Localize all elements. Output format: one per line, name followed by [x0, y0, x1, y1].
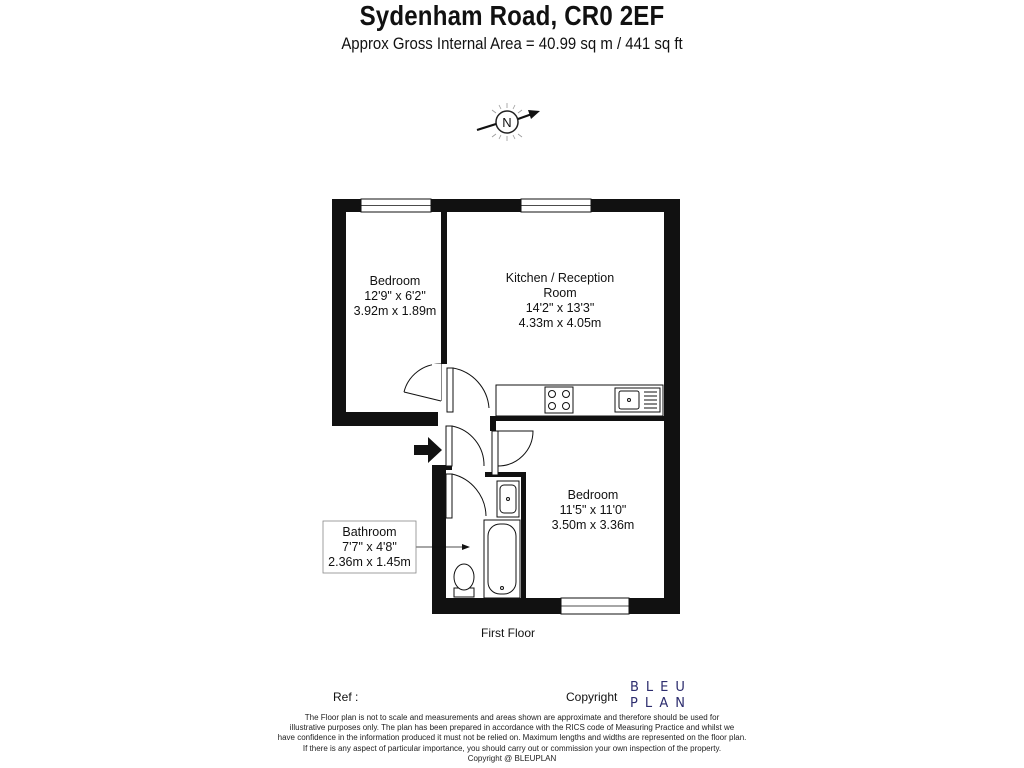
disclaimer: The Floor plan is not to scale and measu…: [262, 713, 762, 764]
compass-north-label: N: [502, 115, 511, 130]
room-name: Bedroom: [369, 274, 421, 288]
doors: [403, 363, 534, 519]
disclaimer-line: have confidence in the information produ…: [277, 733, 747, 743]
room-imperial: 14'2" x 13'3": [525, 301, 595, 315]
room-label-bedroom-1: Bedroom 12'9" x 6'2" 3.92m x 1.89m: [345, 274, 445, 319]
copyright-label: Copyright: [566, 690, 618, 704]
area-subtitle: Approx Gross Internal Area = 40.99 sq m …: [341, 34, 683, 53]
disclaimer-line: Copyright @ BLEUPLAN: [467, 753, 557, 763]
ref-label: Ref :: [333, 690, 359, 704]
room-name: Kitchen / Reception: [505, 271, 615, 285]
disclaimer-line: illustrative purposes only. The plan has…: [289, 723, 735, 733]
compass-icon: N: [476, 103, 540, 141]
room-metric: 3.92m x 1.89m: [353, 304, 437, 318]
windows: [360, 198, 630, 615]
room-metric: 4.33m x 4.05m: [518, 316, 602, 330]
bleuplan-logo: BLEU PLAN: [630, 680, 692, 712]
bathtub-icon: [483, 519, 521, 599]
room-name: Bedroom: [567, 488, 619, 502]
hob-icon: [544, 386, 574, 414]
room-label-kitchen: Kitchen / Reception Room 14'2" x 13'3" 4…: [490, 271, 630, 331]
room-label-bathroom: Bathroom 7'7" x 4'8" 2.36m x 1.45m: [323, 525, 416, 570]
room-imperial: 7'7" x 4'8": [342, 540, 397, 554]
room-label-bedroom-2: Bedroom 11'5" x 11'0" 3.50m x 3.36m: [543, 488, 643, 533]
disclaimer-line: If there is any aspect of particular imp…: [302, 743, 722, 753]
page-title: Sydenham Road, CR0 2EF: [359, 0, 665, 31]
room-metric: 3.50m x 3.36m: [551, 518, 635, 532]
room-metric: 2.36m x 1.45m: [328, 555, 411, 569]
bathroom-fixtures: [453, 480, 521, 599]
logo-line-2: PLAN: [630, 696, 692, 711]
bathroom-leader: [322, 520, 470, 574]
room-name: Bathroom: [342, 525, 397, 539]
floor-label: First Floor: [481, 626, 535, 640]
logo-line-1: BLEU: [630, 680, 692, 695]
room-name-continued: Room: [543, 286, 577, 300]
disclaimer-line: The Floor plan is not to scale and measu…: [304, 713, 720, 722]
sink-icon: [614, 387, 661, 413]
basin-icon: [496, 480, 520, 518]
toilet-icon: [453, 563, 475, 598]
room-imperial: 11'5" x 11'0": [559, 503, 627, 517]
entrance-arrow-icon: [414, 437, 442, 463]
kitchen-fixtures: [495, 384, 664, 417]
room-imperial: 12'9" x 6'2": [364, 289, 426, 303]
